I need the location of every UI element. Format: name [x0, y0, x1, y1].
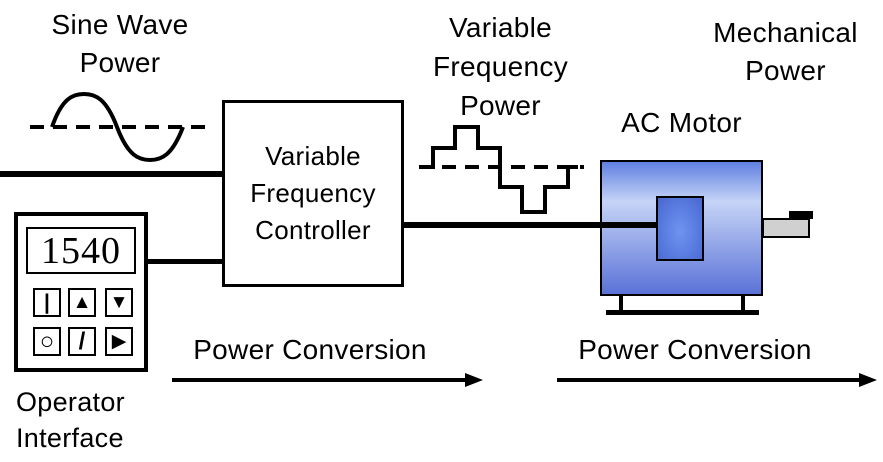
power-conversion-left-text: Power Conversion — [193, 334, 427, 365]
motor-shaft-key — [789, 211, 813, 219]
controller-label-line2: Frequency — [250, 178, 376, 208]
operator-interface-label-line1: Operator — [16, 387, 125, 417]
keypad-slash-button[interactable]: / — [68, 327, 96, 356]
mechanical-power-label-line2: Power — [745, 55, 826, 86]
keypad-right-button[interactable]: ▶ — [105, 327, 133, 356]
power-conversion-left-label: Power Conversion — [160, 331, 460, 369]
motor-leg-right — [741, 295, 745, 312]
ac-input-line — [0, 171, 224, 177]
controller-output-line — [404, 222, 658, 228]
keypad-circle-button[interactable]: ○ — [33, 327, 61, 356]
vf-power-label-line1: Variable — [448, 12, 553, 43]
speed-display-value: 1540 — [41, 229, 121, 272]
sine-waveform-icon — [30, 91, 207, 163]
keypad-down-button[interactable]: ▼ — [105, 288, 133, 317]
keypad-vertical-bar-button[interactable]: | — [33, 288, 61, 317]
mechanical-power-label-line1: Mechanical — [713, 17, 858, 48]
speed-display: 1540 — [26, 227, 136, 274]
controller-label-line1: Variable — [265, 141, 361, 171]
sine-wave-power-label-line2: Power — [79, 47, 161, 78]
sine-wave-power-label-line1: Sine Wave — [51, 9, 189, 40]
keypad-up-button[interactable]: ▲ — [68, 288, 96, 317]
operator-panel-line — [148, 259, 222, 264]
slash-icon: / — [78, 327, 86, 355]
circle-icon: ○ — [39, 327, 55, 355]
motor-leg-left — [619, 295, 623, 312]
motor-shaft — [762, 218, 810, 238]
ac-motor-label: AC Motor — [600, 104, 763, 142]
sine-wave-power-label: Sine Wave Power — [15, 6, 225, 82]
operator-panel: 1540 | ▲ ▼ ○ / ▶ — [14, 212, 148, 372]
stepped-waveform-icon — [419, 125, 584, 214]
variable-frequency-controller-box: Variable Frequency Controller — [222, 100, 404, 287]
power-conversion-left-arrow — [172, 373, 483, 387]
motor-terminal-box — [656, 196, 704, 261]
triangle-up-icon: ▲ — [72, 292, 92, 313]
mechanical-power-label: Mechanical Power — [693, 14, 878, 90]
vf-power-label-line2: Frequency — [433, 51, 568, 82]
power-conversion-right-arrow — [557, 373, 877, 387]
triangle-down-icon: ▼ — [109, 292, 129, 313]
controller-label-line3: Controller — [255, 215, 371, 245]
motor-base — [606, 310, 759, 315]
operator-interface-label-line2: Interface — [16, 423, 124, 453]
vf-power-label: Variable Frequency Power — [408, 8, 593, 125]
power-conversion-right-label: Power Conversion — [545, 331, 845, 369]
ac-motor-label-text: AC Motor — [621, 107, 742, 138]
vf-power-label-line3: Power — [460, 90, 541, 121]
vertical-bar-icon: | — [44, 291, 50, 314]
power-conversion-right-text: Power Conversion — [578, 334, 812, 365]
triangle-right-icon: ▶ — [111, 331, 127, 352]
operator-interface-label: Operator Interface — [16, 384, 176, 456]
